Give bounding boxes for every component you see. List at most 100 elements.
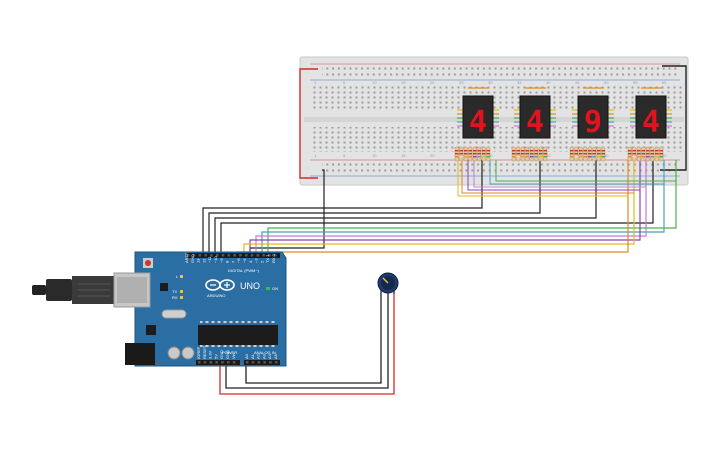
- resistor-band: [574, 156, 578, 158]
- header-pin[interactable]: [203, 361, 207, 364]
- header-pin[interactable]: [215, 361, 218, 364]
- header-pin[interactable]: [262, 254, 265, 257]
- resistor-band: [641, 156, 645, 158]
- header-pin[interactable]: [274, 254, 277, 257]
- resistor-band: [482, 156, 486, 158]
- header-pin[interactable]: [232, 361, 236, 364]
- resistor-band: [579, 150, 583, 152]
- resistor-band: [534, 156, 538, 158]
- bottom-power-rail: [322, 162, 677, 174]
- breadboard-column-label: 5: [343, 80, 346, 85]
- header-pin[interactable]: [216, 254, 219, 257]
- resistor-band: [530, 153, 534, 155]
- resistor-band: [525, 153, 529, 155]
- analog-pin-label: A5: [273, 353, 278, 359]
- center-channel: [304, 117, 684, 122]
- display-digit: 9: [584, 105, 602, 140]
- resistor-band: [588, 153, 592, 155]
- resistor-band: [579, 153, 583, 155]
- decimal-point: [544, 132, 548, 136]
- wire-bus-green: [495, 160, 676, 182]
- usb-plug-tip: [32, 285, 46, 295]
- header-pin[interactable]: [233, 254, 236, 257]
- header-pin[interactable]: [227, 361, 230, 364]
- header-pin[interactable]: [204, 254, 207, 257]
- header-pin[interactable]: [263, 361, 266, 364]
- header-pin[interactable]: [275, 361, 278, 364]
- breadboard-column-label: 60: [662, 80, 667, 85]
- power-pin-label: IOREF: [196, 346, 201, 359]
- header-pin[interactable]: [245, 254, 248, 257]
- on-label: ON: [272, 286, 278, 291]
- resistor-band: [468, 150, 472, 152]
- wire-segment-purple: [249, 160, 641, 260]
- resistor-band: [539, 153, 543, 155]
- header-pin[interactable]: [187, 254, 190, 257]
- breadboard-column-label: 50: [604, 80, 609, 85]
- resistor-band: [588, 156, 592, 158]
- crystal: [161, 309, 187, 319]
- analog-pin-label: A0: [244, 353, 249, 359]
- header-pin[interactable]: [268, 254, 271, 257]
- resistor-band: [455, 156, 459, 158]
- resistor-band: [539, 150, 543, 152]
- header-pin[interactable]: [257, 361, 261, 364]
- header-pin[interactable]: [198, 254, 202, 257]
- resistor-band: [637, 150, 641, 152]
- tx-led: [180, 290, 183, 293]
- resistor-band: [512, 153, 516, 155]
- resistor-band: [650, 153, 654, 155]
- resistor-band: [574, 153, 578, 155]
- header-pin[interactable]: [192, 254, 196, 257]
- resistor-band: [655, 150, 659, 152]
- breadboard-column-label: 50: [604, 153, 609, 158]
- resistor-band: [570, 150, 574, 152]
- resistor-band: [646, 150, 650, 152]
- analog-pin-label: A3: [261, 353, 266, 359]
- resistor-band: [516, 156, 520, 158]
- potentiometer[interactable]: [377, 272, 399, 294]
- breadboard-column-label: 20: [430, 80, 435, 85]
- resistor-band: [459, 150, 463, 152]
- digital-pin-label: 4: [248, 260, 253, 263]
- resistor-band: [597, 156, 601, 158]
- seven-segment-display-3: 9: [569, 87, 614, 162]
- header-pin[interactable]: [250, 254, 254, 257]
- header-pin[interactable]: [269, 361, 272, 364]
- resistor-band: [570, 156, 574, 158]
- digital-pin-label: 8: [225, 260, 230, 263]
- resistor-band: [512, 150, 516, 152]
- resistor-band: [646, 156, 650, 158]
- header-pin[interactable]: [256, 254, 260, 257]
- header-pin[interactable]: [209, 361, 213, 364]
- header-pin[interactable]: [210, 254, 213, 257]
- resistor-band: [534, 150, 538, 152]
- header-pin[interactable]: [198, 361, 201, 364]
- resistor-band: [473, 150, 477, 152]
- power-pin-label: RESET: [202, 345, 207, 359]
- resistor-band: [464, 153, 468, 155]
- resistor-band: [601, 156, 605, 158]
- digital-pin-label: ~5: [242, 258, 247, 263]
- resistor-band: [659, 150, 663, 152]
- header-pin[interactable]: [227, 254, 231, 257]
- digital-pin-label: 7: [230, 260, 235, 263]
- header-pin[interactable]: [239, 254, 242, 257]
- breadboard-column-label: 15: [401, 80, 406, 85]
- header-pin[interactable]: [221, 361, 224, 364]
- breadboard-column-label: 55: [633, 80, 638, 85]
- breadboard-column-label: 40: [546, 80, 551, 85]
- resistor-band: [486, 153, 490, 155]
- header-pin[interactable]: [221, 254, 225, 257]
- breadboard-column-label: 1: [314, 80, 317, 85]
- header-pin[interactable]: [246, 361, 249, 364]
- reset-button-cap[interactable]: [145, 260, 151, 266]
- header-pin[interactable]: [251, 361, 255, 364]
- brand-label: ARDUINO: [207, 293, 225, 298]
- resistor-band: [583, 156, 587, 158]
- wire-bus-teal: [489, 160, 664, 185]
- resistor-band: [516, 153, 520, 155]
